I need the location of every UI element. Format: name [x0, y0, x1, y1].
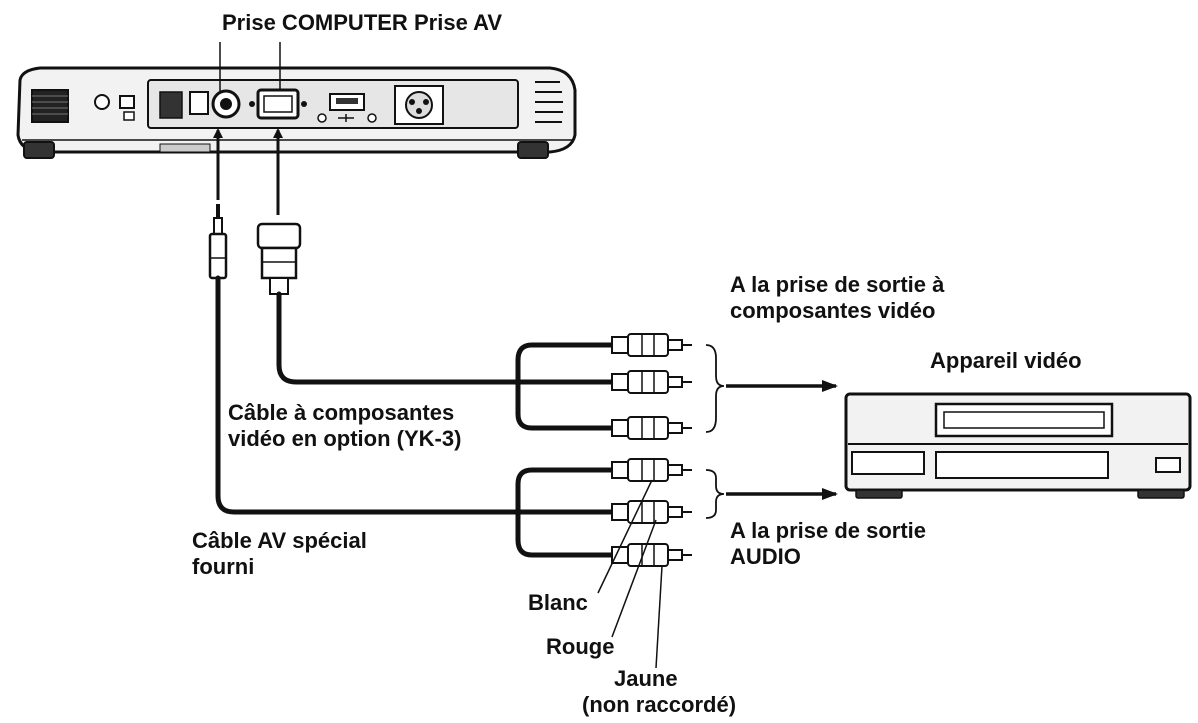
- power-inlet-icon: [394, 85, 444, 125]
- projector: [16, 66, 577, 159]
- av-jack-label: Prise AV: [414, 10, 503, 35]
- red-plug-label: Rouge: [546, 634, 615, 659]
- av-mini-plug-icon: [208, 204, 228, 280]
- projector-vent-icon: [31, 89, 69, 123]
- audio-brace: [705, 469, 725, 519]
- red-leader: [611, 519, 657, 638]
- component-output-label-line2: composantes vidéo: [730, 298, 936, 323]
- yellow-plug-label-line2: (non raccordé): [582, 692, 737, 717]
- video-device-label: Appareil vidéo: [930, 348, 1082, 373]
- component-connector-icon: [256, 222, 302, 295]
- rca-plug-component-2: [611, 370, 692, 394]
- projector-fins: [535, 81, 563, 123]
- video-device-icon: [844, 392, 1192, 499]
- rca-plug-component-3: [611, 416, 692, 440]
- yellow-plug-label-line1: Jaune: [614, 666, 678, 691]
- yellow-leader: [655, 565, 663, 669]
- av-cable: [215, 275, 521, 515]
- component-brace: [705, 344, 725, 433]
- rca-plug-yellow: [611, 543, 692, 567]
- component-cable: [276, 291, 521, 385]
- audio-output-label-line1: A la prise de sortie: [730, 518, 927, 543]
- av-jack-icon[interactable]: [211, 89, 241, 119]
- av-cable-label-line1: Câble AV spécial: [192, 528, 367, 553]
- cables: [215, 275, 615, 558]
- component-cable-label-line1: Câble à composantes: [228, 400, 455, 425]
- rca-plugs: [611, 333, 692, 567]
- audio-output-label-line2: AUDIO: [730, 544, 801, 569]
- av-cable-label-line2: fourni: [192, 554, 255, 579]
- white-leader: [597, 479, 653, 594]
- component-output-label-line1: A la prise de sortie à: [730, 272, 945, 297]
- white-plug-label: Blanc: [528, 590, 588, 615]
- rca-plug-white: [611, 458, 692, 482]
- computer-jack-label: Prise COMPUTER: [222, 10, 408, 35]
- computer-jack-icon[interactable]: [249, 88, 307, 120]
- component-fan-out: [515, 342, 615, 431]
- component-cable-label-line2: vidéo en option (YK-3): [228, 426, 462, 451]
- rca-plug-red: [611, 500, 692, 524]
- usb-port-icon: [329, 93, 377, 123]
- indicator-icon: [94, 94, 110, 110]
- rca-plug-component-1: [611, 333, 692, 357]
